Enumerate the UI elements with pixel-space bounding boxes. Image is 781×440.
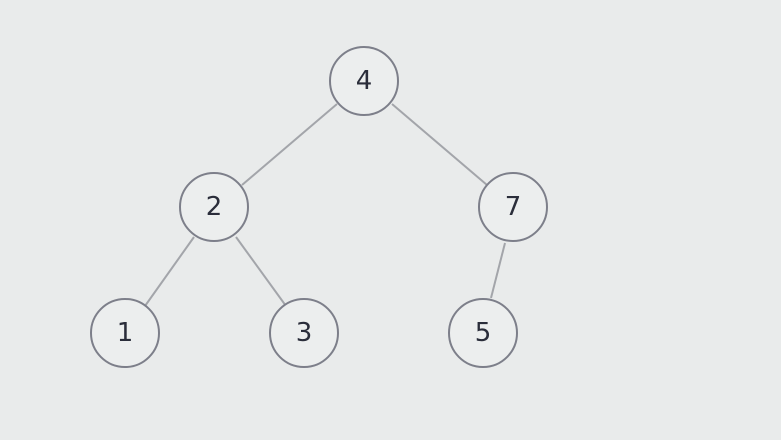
edge-2-3 [235,236,287,307]
tree-node[interactable]: 1 [90,298,160,368]
tree-node[interactable]: 3 [269,298,339,368]
node-label: 7 [504,192,522,222]
node-label: 4 [355,66,373,96]
node-label: 1 [116,318,134,348]
edge-7-5 [490,242,506,299]
edge-2-1 [144,236,195,307]
tree-node[interactable]: 7 [478,172,548,242]
edge-4-2 [241,103,338,186]
node-label: 5 [474,318,492,348]
tree-node-root[interactable]: 4 [329,46,399,116]
tree-node[interactable]: 5 [448,298,518,368]
tree-node[interactable]: 2 [179,172,249,242]
node-label: 2 [205,192,223,222]
node-label: 3 [295,318,313,348]
edge-4-7 [391,103,488,186]
